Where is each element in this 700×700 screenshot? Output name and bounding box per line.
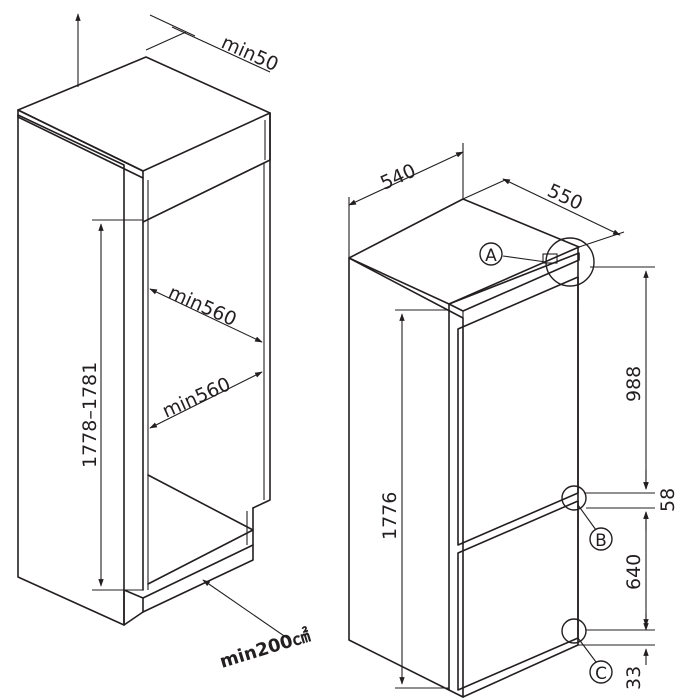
lower-door bbox=[457, 500, 579, 691]
niche-cabinet: min50 1778–1781 min560 min560 min200㎠ bbox=[17, 13, 313, 673]
appliance-side-face bbox=[348, 257, 464, 698]
detail-circle-c bbox=[561, 618, 587, 644]
label-b: B bbox=[595, 531, 607, 551]
vent-area-label: min200㎠ bbox=[217, 624, 313, 672]
detail-circle-a bbox=[545, 237, 595, 287]
label-a: A bbox=[485, 246, 497, 266]
inner-width-lower-label: min560 bbox=[159, 373, 234, 422]
top-clearance-label: min50 bbox=[218, 31, 282, 76]
niche-left-face bbox=[17, 114, 125, 626]
inner-width-upper-label: min560 bbox=[165, 281, 240, 330]
vent-area-arrow bbox=[202, 579, 291, 641]
height-label: 1776 bbox=[379, 492, 401, 540]
appliance-top-face bbox=[348, 198, 580, 305]
depth-label: 550 bbox=[544, 180, 586, 215]
detail-circle-b bbox=[561, 485, 587, 511]
niche-height-label: 1778–1781 bbox=[79, 362, 101, 468]
lower-door-dim-label: 640 bbox=[623, 554, 645, 590]
upper-door bbox=[457, 276, 579, 546]
upper-door-dim-label: 988 bbox=[623, 366, 645, 402]
niche-plinth bbox=[123, 589, 144, 626]
niche-top-panel bbox=[142, 112, 271, 223]
bottom-dim-label: 33 bbox=[623, 666, 645, 690]
niche-top-face bbox=[17, 56, 271, 172]
niche-right-wall bbox=[252, 159, 271, 509]
top-hinge-strip bbox=[448, 252, 580, 312]
label-c: C bbox=[595, 664, 607, 684]
width-label: 540 bbox=[377, 160, 419, 195]
appliance: A B C 540 550 1776 988 bbox=[348, 143, 679, 698]
gap-dim-label: 58 bbox=[657, 488, 679, 512]
